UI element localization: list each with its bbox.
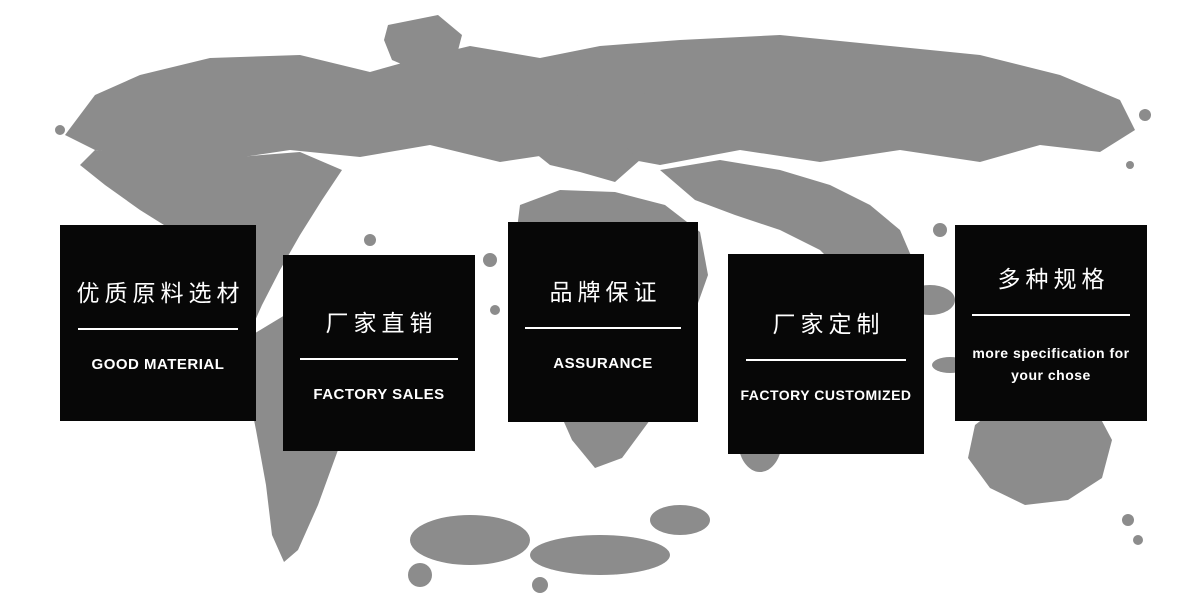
- card-title-zh: 优质原料选材: [76, 279, 245, 306]
- card-title-zh: 厂家定制: [772, 311, 885, 337]
- feature-card-good-material: 优质原料选材 GOOD MATERIAL: [60, 225, 256, 421]
- feature-card-factory-sales: 厂家直销 FACTORY SALES: [283, 255, 475, 451]
- feature-card-factory-customized: 厂家定制 FACTORY CUSTOMIZED: [728, 254, 924, 454]
- card-divider: [300, 357, 458, 360]
- card-subtitle-en: GOOD MATERIAL: [91, 355, 225, 373]
- card-divider: [77, 327, 239, 330]
- card-subtitle-en: FACTORY CUSTOMIZED: [740, 387, 912, 403]
- feature-card-assurance: 品牌保证 ASSURANCE: [508, 222, 698, 422]
- card-title-zh: 多种规格: [997, 265, 1110, 292]
- card-divider: [525, 326, 681, 329]
- card-divider: [745, 359, 907, 361]
- card-divider: [972, 313, 1130, 316]
- feature-card-specifications: 多种规格 more specification for your chose: [955, 225, 1147, 421]
- card-title-zh: 品牌保证: [549, 278, 662, 305]
- card-title-zh: 厂家直销: [325, 309, 438, 336]
- card-subtitle-en: more specification for your chose: [972, 344, 1130, 383]
- card-subtitle-en: ASSURANCE: [553, 354, 653, 372]
- card-subtitle-en: FACTORY SALES: [313, 385, 445, 403]
